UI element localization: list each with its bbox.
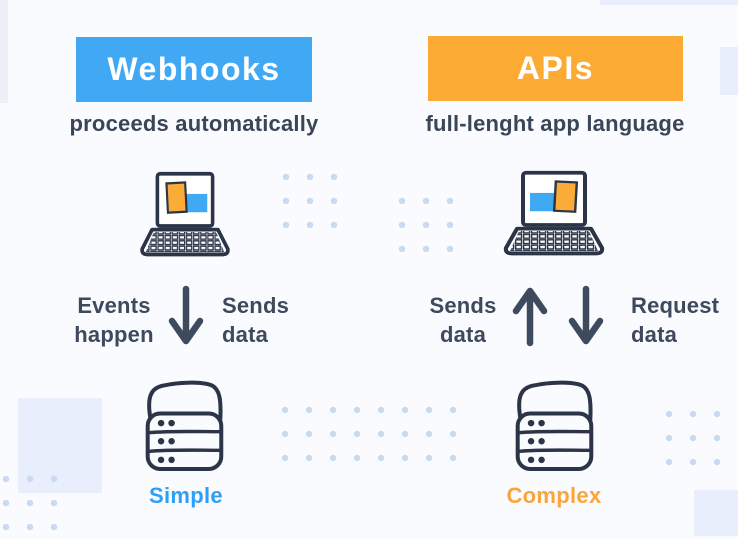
laptop-icon xyxy=(136,171,234,259)
server-icon xyxy=(141,377,227,473)
arrow-up-icon xyxy=(508,283,552,349)
events-happen-label: Events happen xyxy=(50,291,178,349)
apis-subtitle: full-lenght app language xyxy=(425,111,685,136)
arrow-down-icon xyxy=(564,283,608,349)
dots-pattern xyxy=(390,189,462,261)
dots-pattern xyxy=(657,402,729,474)
decor-strip-top xyxy=(600,0,738,5)
request-data-line1: Request xyxy=(631,293,720,318)
dots-pattern xyxy=(274,165,346,237)
sends-data-line1: Sends xyxy=(222,293,290,318)
sends-data-line2: data xyxy=(222,322,269,347)
api-sends-data-line1: Sends xyxy=(429,293,497,318)
webhooks-header-label: Webhooks xyxy=(107,51,281,87)
laptop-icon xyxy=(499,170,609,258)
webhooks-header: Webhooks xyxy=(76,37,312,102)
server-icon xyxy=(511,377,597,473)
complex-label: Complex xyxy=(506,483,602,508)
request-data-line2: data xyxy=(631,322,678,347)
arrow-down-icon xyxy=(164,283,208,349)
decor-strip-left xyxy=(0,0,8,103)
events-happen-line1: Events xyxy=(77,293,151,318)
api-sends-data-line2: data xyxy=(439,322,487,347)
webhooks-subtitle: proceeds automatically xyxy=(69,111,319,136)
dots-pattern xyxy=(0,467,66,539)
sends-data-label: Sends data xyxy=(222,291,312,349)
request-data-label: Request data xyxy=(631,291,731,349)
simple-label: Simple xyxy=(149,483,223,508)
apis-header-label: APIs xyxy=(516,50,595,86)
decor-rect-right xyxy=(720,47,738,95)
apis-header: APIs xyxy=(428,36,683,101)
decor-square-bottom-right xyxy=(694,490,738,536)
api-sends-data-label: Sends data xyxy=(401,291,525,349)
events-happen-line2: happen xyxy=(74,322,154,347)
dots-pattern xyxy=(273,398,465,470)
